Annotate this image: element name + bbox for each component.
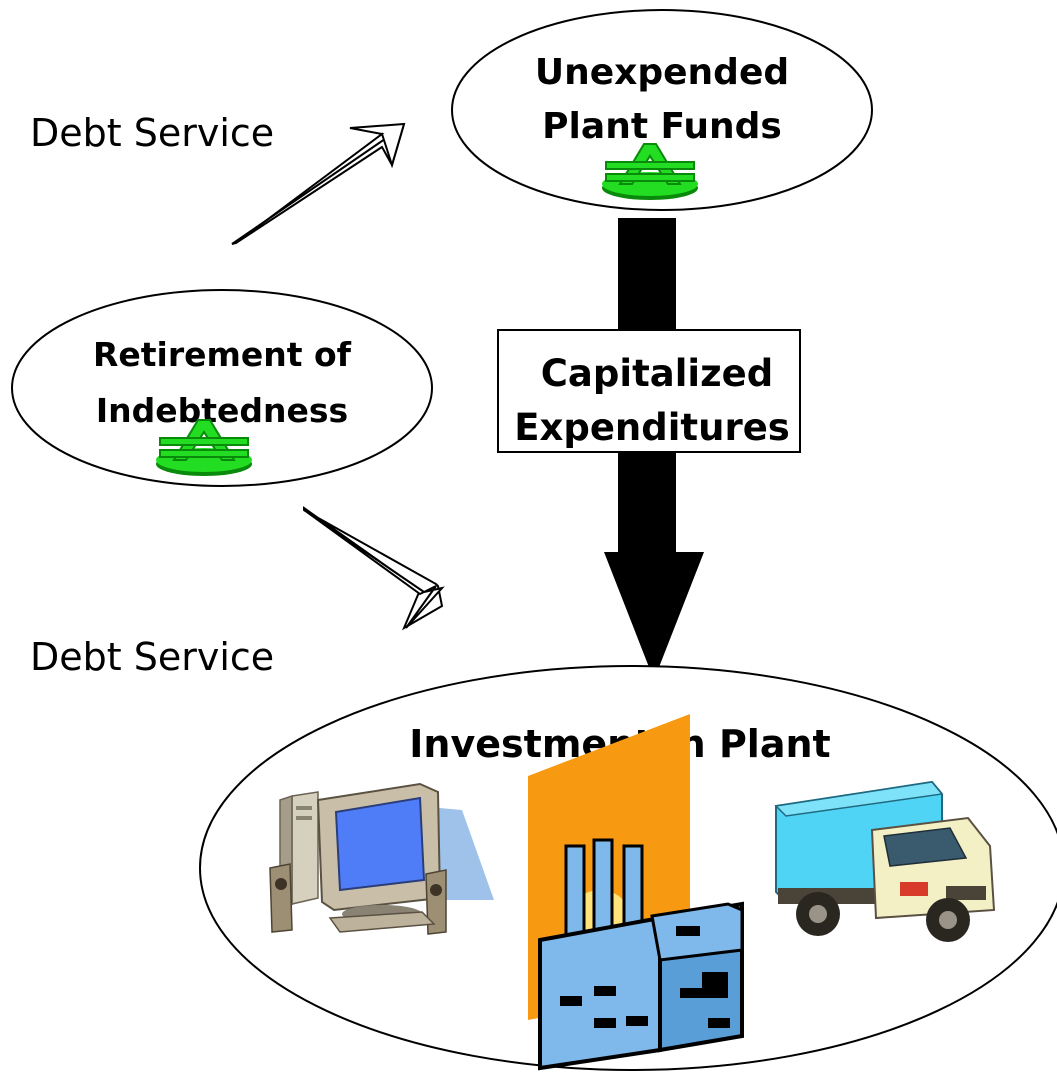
unexpended-plant-funds-label-line2: Plant Funds (542, 106, 782, 147)
unexpended-plant-funds-node: Unexpended Plant Funds (451, 9, 873, 211)
debt-service-top-label: Debt Service (30, 111, 274, 155)
factory-icon (528, 714, 744, 1071)
debt-service-top-arrow (231, 122, 406, 245)
retirement-of-indebtedness-label-line2: Indebtedness (96, 391, 348, 430)
unexpended-plant-funds-label-line1: Unexpended (535, 52, 789, 93)
retirement-of-indebtedness-node: Retirement of Indebtedness (11, 289, 433, 487)
computer-icon (269, 782, 494, 935)
capitalized-expenditures-box: Capitalized Expenditures (497, 329, 801, 453)
unexpended-plant-funds-ellipse (451, 9, 873, 211)
truck-icon (774, 780, 996, 942)
investment-in-plant-node: Investment in Plant (199, 665, 1057, 1071)
capitalized-expenditures-label-line2: Expenditures (514, 406, 790, 449)
retirement-of-indebtedness-label-line1: Retirement of (93, 335, 352, 374)
retirement-of-indebtedness-ellipse (11, 289, 433, 487)
debt-service-bottom-arrow (303, 506, 445, 631)
debt-service-bottom-label: Debt Service (30, 635, 274, 679)
capitalized-expenditures-label-line1: Capitalized (541, 352, 773, 395)
